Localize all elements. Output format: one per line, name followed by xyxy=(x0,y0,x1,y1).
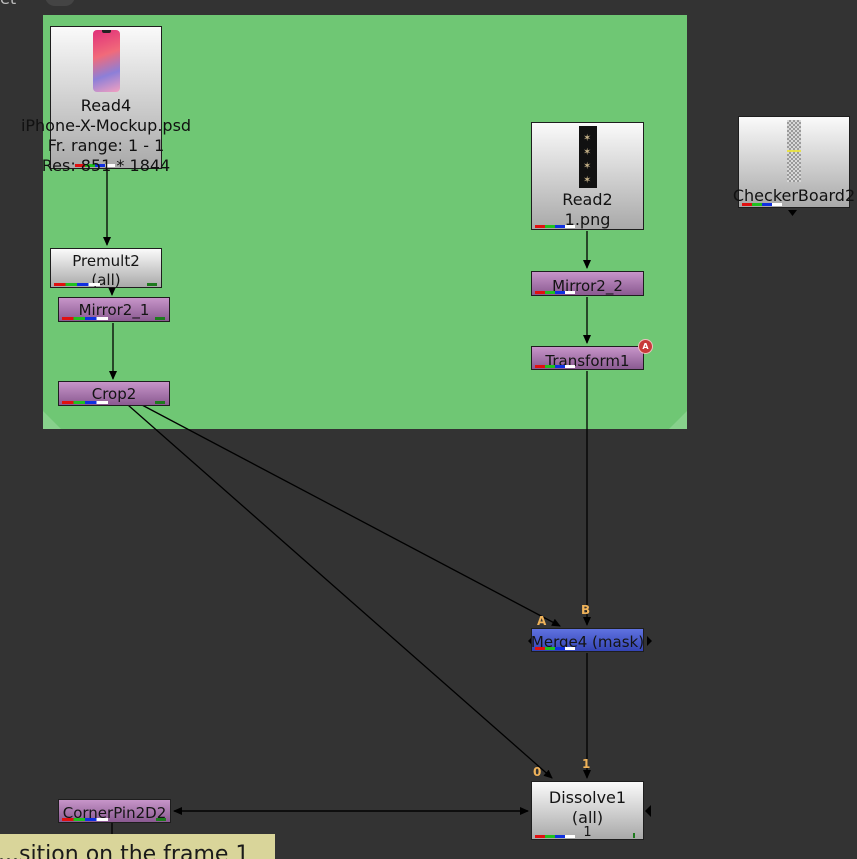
checkerboard-output-arrow xyxy=(788,210,797,216)
read4-channel-indicator xyxy=(75,164,115,167)
mirror2-2-channel-indicator xyxy=(535,291,575,294)
transform1-label: Transform1 xyxy=(545,352,630,370)
checkerboard2-node[interactable] xyxy=(738,116,850,208)
mirror2-1-channel-indicator xyxy=(62,317,108,320)
cornerpin2d2-label: CornerPin2D2 xyxy=(62,804,167,822)
cornerpin2d2-node[interactable]: CornerPin2D2 xyxy=(58,799,171,823)
merge4-node[interactable]: Merge4 (mask) xyxy=(531,628,644,652)
premult2-alpha-indicator xyxy=(147,283,157,286)
transform1-node[interactable]: Transform1 xyxy=(531,346,644,370)
read4-range-label: Fr. range: 1 - 1 xyxy=(47,136,165,155)
sticky-note-text: ...sition on the frame 1 xyxy=(0,842,250,859)
dissolve1-mask-arrow xyxy=(645,805,651,817)
read2-node[interactable]: ✶✶✶✶ Read2 1.png xyxy=(531,122,644,230)
dissolve1-sub-label: (all) xyxy=(571,808,604,827)
premult2-node[interactable]: Premult2 (all) xyxy=(50,248,162,289)
merge4-channel-indicator xyxy=(535,647,575,650)
read4-thumbnail xyxy=(93,30,120,92)
dissolve1-channel-indicator xyxy=(535,835,575,838)
merge4-input-b-label: B xyxy=(581,603,591,617)
dissolve1-label: Dissolve1 xyxy=(548,788,627,807)
merge4-mask-arrow-right xyxy=(647,636,652,646)
crop2-label: Crop2 xyxy=(91,385,137,403)
mirror2-1-label: Mirror2_1 xyxy=(78,301,150,319)
mirror2-1-alpha-indicator xyxy=(155,317,165,320)
checkerboard2-label: CheckerBoard2 xyxy=(732,186,856,205)
read4-label: Read4 xyxy=(80,96,132,115)
read4-file-label: iPhone-X-Mockup.psd xyxy=(20,116,192,135)
read4-node[interactable] xyxy=(50,26,162,169)
premult2-label: Premult2 xyxy=(72,252,140,270)
dissolve1-input-0-label: 0 xyxy=(533,765,542,779)
sticky-note[interactable]: ...sition on the frame 1 xyxy=(0,834,275,859)
wire-crop2-merge4 xyxy=(141,404,561,627)
read4-res-label: Res: 851 * 1844 xyxy=(41,156,171,175)
mirror2-2-node[interactable]: Mirror2_2 xyxy=(531,271,644,296)
crop2-node[interactable]: Crop2 xyxy=(58,381,170,406)
top-partial-button[interactable] xyxy=(45,0,75,6)
crop2-channel-indicator xyxy=(62,401,108,404)
checkerboard2-channel-indicator xyxy=(742,203,782,206)
dissolve1-value-label: 1 xyxy=(583,825,592,840)
merge4-label: Merge4 (mask) xyxy=(530,633,645,651)
transform1-channel-indicator xyxy=(535,365,575,368)
premult2-sub-label: (all) xyxy=(91,271,121,289)
read2-file-label: 1.png xyxy=(564,210,611,229)
dissolve1-input-1-label: 1 xyxy=(582,757,591,771)
cornerpin2d2-alpha-indicator xyxy=(156,818,166,821)
mirror2-2-label: Mirror2_2 xyxy=(552,277,623,295)
dissolve1-node[interactable]: Dissolve1 (all) 1 xyxy=(531,781,644,840)
backdrop-corner-left[interactable] xyxy=(43,411,61,429)
top-partial-label: et xyxy=(0,0,16,8)
wire-crop2-dissolve1 xyxy=(127,404,553,779)
checkerboard2-thumbnail xyxy=(787,120,801,182)
crop2-alpha-indicator xyxy=(155,401,165,404)
mirror2-1-node[interactable]: Mirror2_1 xyxy=(58,297,170,322)
dissolve1-alpha-indicator xyxy=(633,833,635,838)
cornerpin2d2-channel-indicator xyxy=(62,818,108,821)
transform1-animated-badge: A xyxy=(638,339,653,354)
read2-label: Read2 xyxy=(562,190,613,209)
premult2-channel-indicator xyxy=(54,283,100,286)
read2-channel-indicator xyxy=(535,225,575,228)
backdrop-resize-handle[interactable] xyxy=(669,411,687,429)
read2-thumbnail: ✶✶✶✶ xyxy=(579,126,597,188)
merge4-input-a-label: A xyxy=(537,614,547,628)
